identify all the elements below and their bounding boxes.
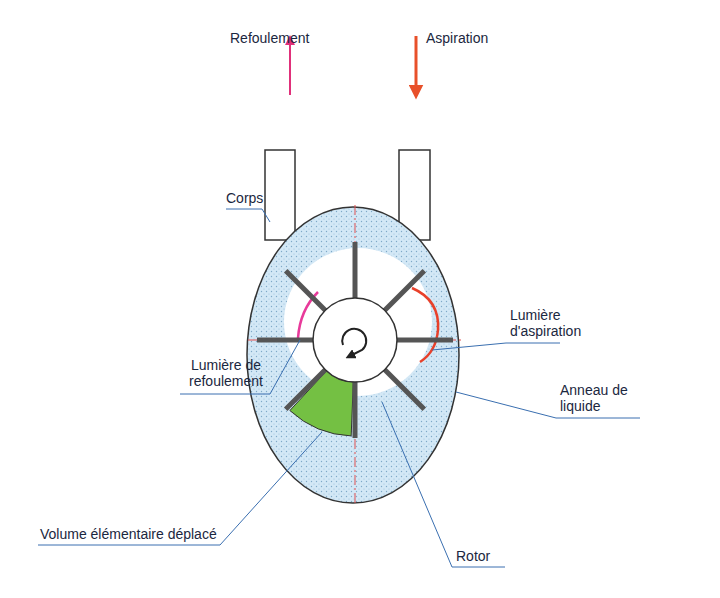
- rotor-blade: [395, 338, 453, 343]
- rotor-blade: [353, 242, 358, 300]
- leader-lines: [38, 209, 640, 567]
- rotor-blade: [286, 271, 327, 312]
- part-label: Lumière de refoulement: [182, 357, 270, 389]
- pump-body: [247, 207, 459, 503]
- rotor-blade: [257, 338, 315, 343]
- center-lines: [248, 205, 462, 505]
- rotor-hub: [313, 298, 397, 382]
- air-space: [284, 248, 432, 396]
- suction-arrow: [415, 36, 418, 92]
- part-label: Lumière d'aspiration: [510, 307, 600, 339]
- inlet-label: Aspiration: [426, 30, 488, 46]
- part-label: Volume élémentaire déplacé: [40, 526, 217, 542]
- outlet-label: Refoulement: [230, 30, 309, 46]
- rotation-arrow: [342, 329, 366, 356]
- rotor-blade: [383, 271, 424, 312]
- rotor-blade: [353, 380, 358, 438]
- discharge-arrow: [289, 40, 291, 95]
- part-label: Rotor: [456, 548, 490, 564]
- part-label: Anneau de liquide: [560, 382, 642, 414]
- rotor-blade: [383, 368, 424, 409]
- suction-port: [412, 288, 438, 362]
- part-label: Corps: [226, 190, 263, 206]
- rotor-blade: [286, 368, 327, 409]
- rotor-blades: [257, 242, 453, 438]
